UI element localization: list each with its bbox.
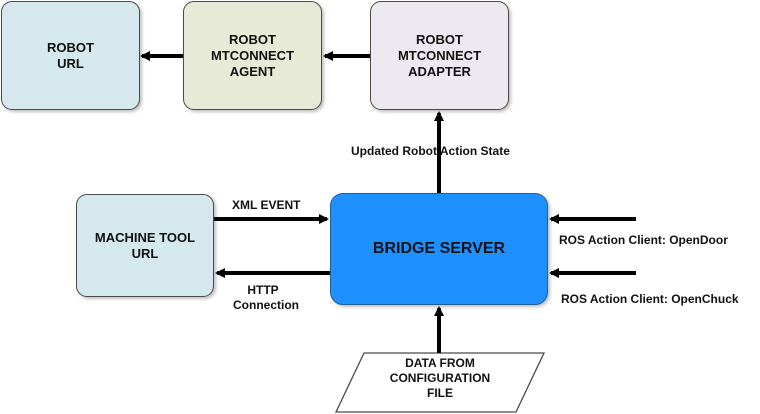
config-line-1: DATA FROM bbox=[405, 356, 475, 370]
robot-url-node: ROBOT URL bbox=[1, 1, 140, 110]
robot-url-line-2: URL bbox=[57, 55, 84, 71]
adapter-line-2: MTCONNECT bbox=[397, 47, 482, 63]
http-line-1: HTTP bbox=[247, 283, 279, 297]
http-connection-label: HTTP Connection bbox=[233, 283, 299, 313]
agent-line-3: AGENT bbox=[229, 63, 276, 79]
adapter-line-1: ROBOT bbox=[416, 31, 463, 47]
bridge-server-label: BRIDGE SERVER bbox=[372, 240, 506, 257]
config-file-node: DATA FROM CONFIGURATION FILE bbox=[360, 356, 520, 401]
config-line-2: CONFIGURATION bbox=[389, 371, 491, 385]
robot-mtconnect-adapter-node: ROBOT MTCONNECT ADAPTER bbox=[370, 1, 509, 110]
config-line-3: FILE bbox=[427, 386, 453, 400]
robot-mtconnect-agent-node: ROBOT MTCONNECT AGENT bbox=[183, 1, 322, 110]
updated-state-label: Updated Robot Action State bbox=[351, 144, 510, 158]
ros-opendoor-label: ROS Action Client: OpenDoor bbox=[559, 233, 728, 247]
adapter-line-3: ADAPTER bbox=[408, 63, 471, 79]
machine-tool-line-2: URL bbox=[131, 245, 159, 261]
xml-event-label: XML EVENT bbox=[232, 198, 301, 212]
http-line-2: Connection bbox=[233, 298, 299, 312]
machine-tool-line-1: MACHINE TOOL bbox=[94, 229, 196, 245]
bridge-server-node: BRIDGE SERVER bbox=[330, 193, 548, 305]
robot-url-line-1: ROBOT bbox=[47, 39, 94, 55]
config-file-shape bbox=[334, 352, 546, 413]
machine-tool-url-node: MACHINE TOOL URL bbox=[76, 194, 214, 297]
agent-line-1: ROBOT bbox=[229, 31, 276, 47]
ros-openchuck-label: ROS Action Client: OpenChuck bbox=[561, 292, 739, 306]
agent-line-2: MTCONNECT bbox=[210, 47, 295, 63]
